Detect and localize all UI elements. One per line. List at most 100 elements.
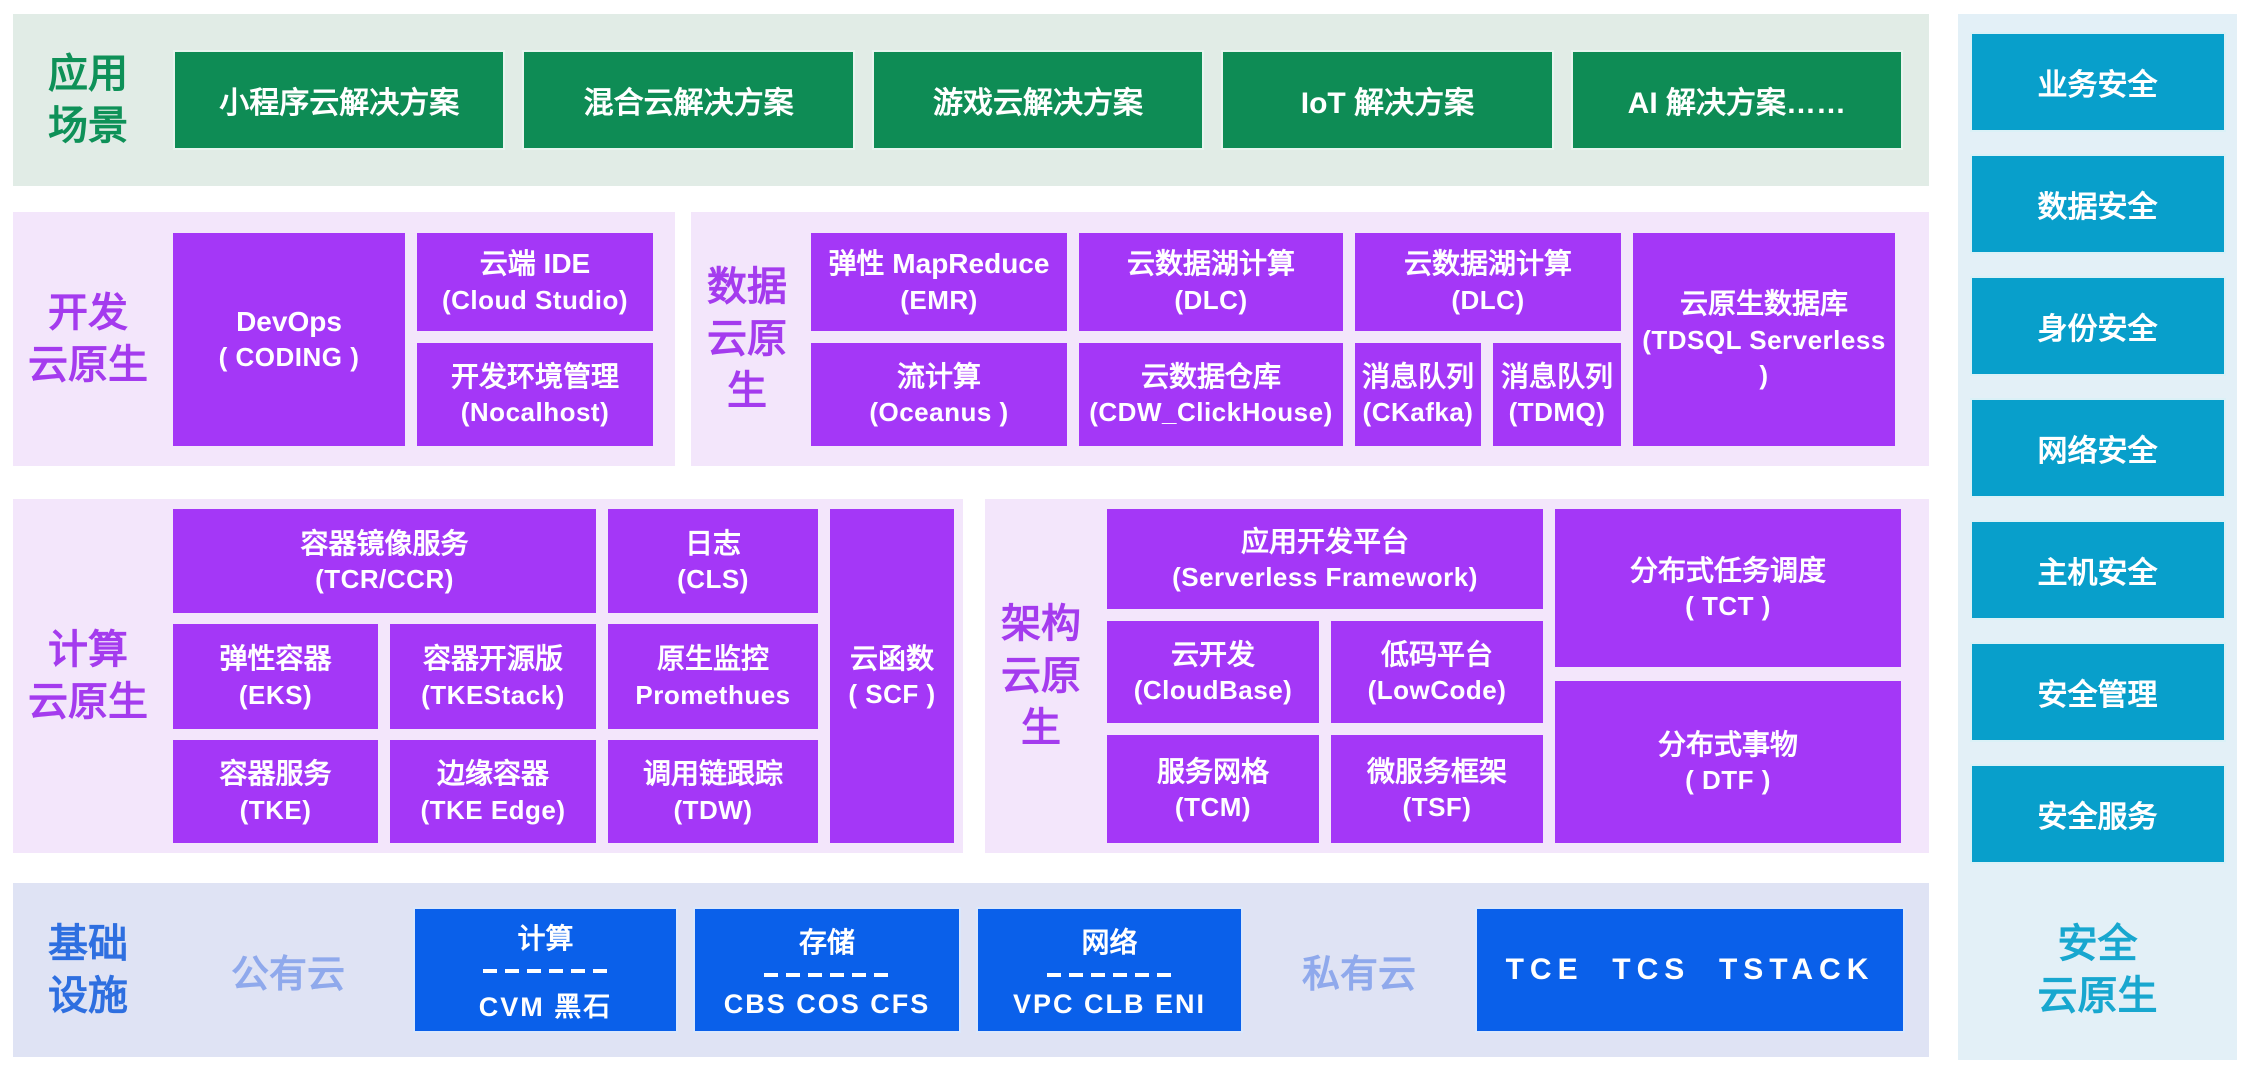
block-prometheus: 原生监控 Promethues: [608, 624, 818, 729]
infra-label-line2: 设施: [48, 974, 128, 1018]
data-grid: 弹性 MapReduce (EMR) 云数据湖计算 (DLC) 云数据湖计算 (…: [811, 232, 1895, 446]
block-sub: CBS COS CFS: [723, 988, 931, 1019]
block-title: 边缘容器: [436, 758, 549, 790]
dashed-divider: [482, 968, 609, 973]
block-sub: (CloudBase): [1133, 675, 1293, 706]
block-eks: 弹性容器 (EKS): [173, 624, 378, 729]
compute-label-line1: 计算: [48, 628, 128, 672]
dev-label-line1: 开发: [48, 291, 128, 335]
block-sub: (Serverless Framework): [1172, 562, 1478, 593]
block-title: 云数据湖计算: [1403, 248, 1572, 280]
block-dlc-1: 云数据湖计算 (DLC): [1079, 232, 1343, 331]
block-sub: ( DTF ): [1685, 765, 1771, 796]
block-sub: (TKE): [239, 794, 312, 825]
block-title: 容器服务: [219, 758, 332, 790]
security-item-business: 业务安全: [1969, 32, 2226, 132]
block-infra-storage: 存储 CBS COS CFS: [693, 907, 961, 1033]
block-title: 存储: [798, 926, 855, 958]
dev-label-line2: 云原生: [28, 343, 148, 387]
block-title: 消息队列: [1500, 360, 1613, 392]
data-label-line2: 云原生: [707, 317, 787, 413]
block-tkestack: 容器开源版 (TKEStack): [390, 624, 596, 729]
block-sub: (TDMQ): [1508, 397, 1606, 428]
arch-right-column: 分布式任务调度 ( TCT ) 分布式事物 ( DTF ): [1555, 509, 1901, 843]
block-sub: (EKS): [238, 679, 313, 710]
arch-label-line2: 云原生: [1001, 654, 1081, 750]
block-cloudbase: 云开发 (CloudBase): [1107, 621, 1319, 723]
block-dtf: 分布式事物 ( DTF ): [1555, 681, 1901, 843]
security-item-network: 网络安全: [1969, 398, 2226, 498]
block-tdw: 调用链跟踪 (TDW): [608, 740, 818, 843]
block-cls: 日志 (CLS): [608, 509, 818, 613]
solution-ai: AI 解决方案……: [1570, 50, 1904, 150]
block-tce-tcs-tstack: TCE TCS TSTACK: [1475, 907, 1905, 1033]
block-sub: (TSF): [1402, 792, 1472, 823]
block-title: 网络: [1081, 926, 1138, 958]
block-title: 应用开发平台: [1240, 525, 1409, 557]
solution-miniprogram: 小程序云解决方案: [173, 50, 506, 150]
security-item-service: 安全服务: [1969, 764, 2226, 864]
block-sub: (TCR/CCR): [315, 564, 454, 595]
arch-label-line1: 架构: [1001, 602, 1081, 646]
security-label-line2: 云原生: [2037, 974, 2158, 1018]
block-tdmq: 消息队列 (TDMQ): [1493, 342, 1621, 446]
block-oceanus: 流计算 (Oceanus ): [811, 342, 1067, 446]
block-title: 分布式任务调度: [1629, 554, 1826, 586]
block-title: 容器开源版: [422, 643, 563, 675]
block-sub: Promethues: [635, 679, 791, 710]
block-sub: ( SCF ): [848, 679, 936, 710]
block-tke-edge: 边缘容器 (TKE Edge): [390, 740, 596, 843]
block-title: 开发环境管理: [450, 360, 619, 392]
solution-game-cloud: 游戏云解决方案: [871, 50, 1205, 150]
compute-label: 计算 云原生: [13, 624, 163, 728]
block-sub: (TKE Edge): [420, 794, 566, 825]
dev-label: 开发 云原生: [13, 287, 163, 391]
compute-label-line2: 云原生: [28, 680, 148, 724]
block-title: 流计算: [896, 360, 981, 392]
block-title: 微服务框架: [1366, 755, 1507, 787]
arch-content: 应用开发平台 (Serverless Framework) 云开发 (Cloud…: [1107, 509, 1901, 843]
compute-grid: 容器镜像服务 (TCR/CCR) 日志 (CLS) 云函数 ( SCF ) 弹性…: [173, 509, 954, 843]
panel-infrastructure: 基础 设施 公有云 计算 CVM 黑石 存储 CBS COS CFS 网络 VP…: [13, 883, 1929, 1057]
app-scenarios-label-line2: 场景: [48, 104, 128, 148]
block-infra-compute: 计算 CVM 黑石: [413, 907, 678, 1033]
block-title: DevOps: [236, 305, 342, 337]
block-tdsql-serverless: 云原生数据库 (TDSQL Serverless ): [1633, 232, 1895, 446]
panel-arch-cloud-native: 架构 云原生 应用开发平台 (Serverless Framework) 云开发…: [985, 499, 1929, 853]
dev-grid: DevOps ( CODING ) 云端 IDE (Cloud Studio) …: [173, 232, 653, 446]
security-item-management: 安全管理: [1969, 642, 2226, 742]
block-sub: (CKafka): [1362, 397, 1474, 428]
block-sub: (Cloud Studio): [441, 284, 629, 315]
block-title: 云端 IDE: [479, 248, 591, 280]
security-label: 安全 云原生: [2038, 918, 2158, 1022]
block-sub: (DLC): [1451, 284, 1525, 315]
block-serverless-framework: 应用开发平台 (Serverless Framework): [1107, 509, 1543, 609]
block-sub: ( TCT ): [1685, 591, 1771, 622]
block-cdw-clickhouse: 云数据仓库 (CDW_ClickHouse): [1079, 342, 1343, 446]
infra-label-line1: 基础: [48, 922, 128, 966]
block-sub: CVM 黑石: [478, 991, 613, 1022]
block-ckafka: 消息队列 (CKafka): [1355, 342, 1481, 446]
block-title: 低码平台: [1380, 638, 1493, 670]
block-sub: (Nocalhost): [460, 397, 610, 428]
app-scenarios-label: 应用 场景: [13, 48, 163, 152]
block-cloud-ide: 云端 IDE (Cloud Studio): [417, 232, 653, 331]
block-title: 分布式事物: [1657, 728, 1798, 760]
solution-iot: IoT 解决方案: [1221, 50, 1554, 150]
block-scf: 云函数 ( SCF ): [830, 509, 954, 843]
block-nocalhost: 开发环境管理 (Nocalhost): [417, 342, 653, 446]
infra-label: 基础 设施: [13, 918, 163, 1022]
app-scenarios-label-line1: 应用: [48, 52, 128, 96]
data-label: 数据 云原生: [691, 261, 803, 417]
block-tsf: 微服务框架 (TSF): [1331, 735, 1543, 843]
arch-grid: 应用开发平台 (Serverless Framework) 云开发 (Cloud…: [1107, 509, 1543, 843]
block-title: 云函数: [849, 642, 934, 674]
block-title: 计算: [517, 922, 574, 954]
block-sub: (DLC): [1174, 284, 1248, 315]
panel-app-scenarios: 应用 场景 小程序云解决方案 混合云解决方案 游戏云解决方案 IoT 解决方案 …: [13, 14, 1929, 186]
block-tct: 分布式任务调度 ( TCT ): [1555, 509, 1901, 667]
block-title: 弹性 MapReduce: [828, 248, 1050, 280]
block-title: 消息队列: [1361, 360, 1474, 392]
block-title: 原生监控: [656, 643, 769, 675]
block-tke: 容器服务 (TKE): [173, 740, 378, 843]
